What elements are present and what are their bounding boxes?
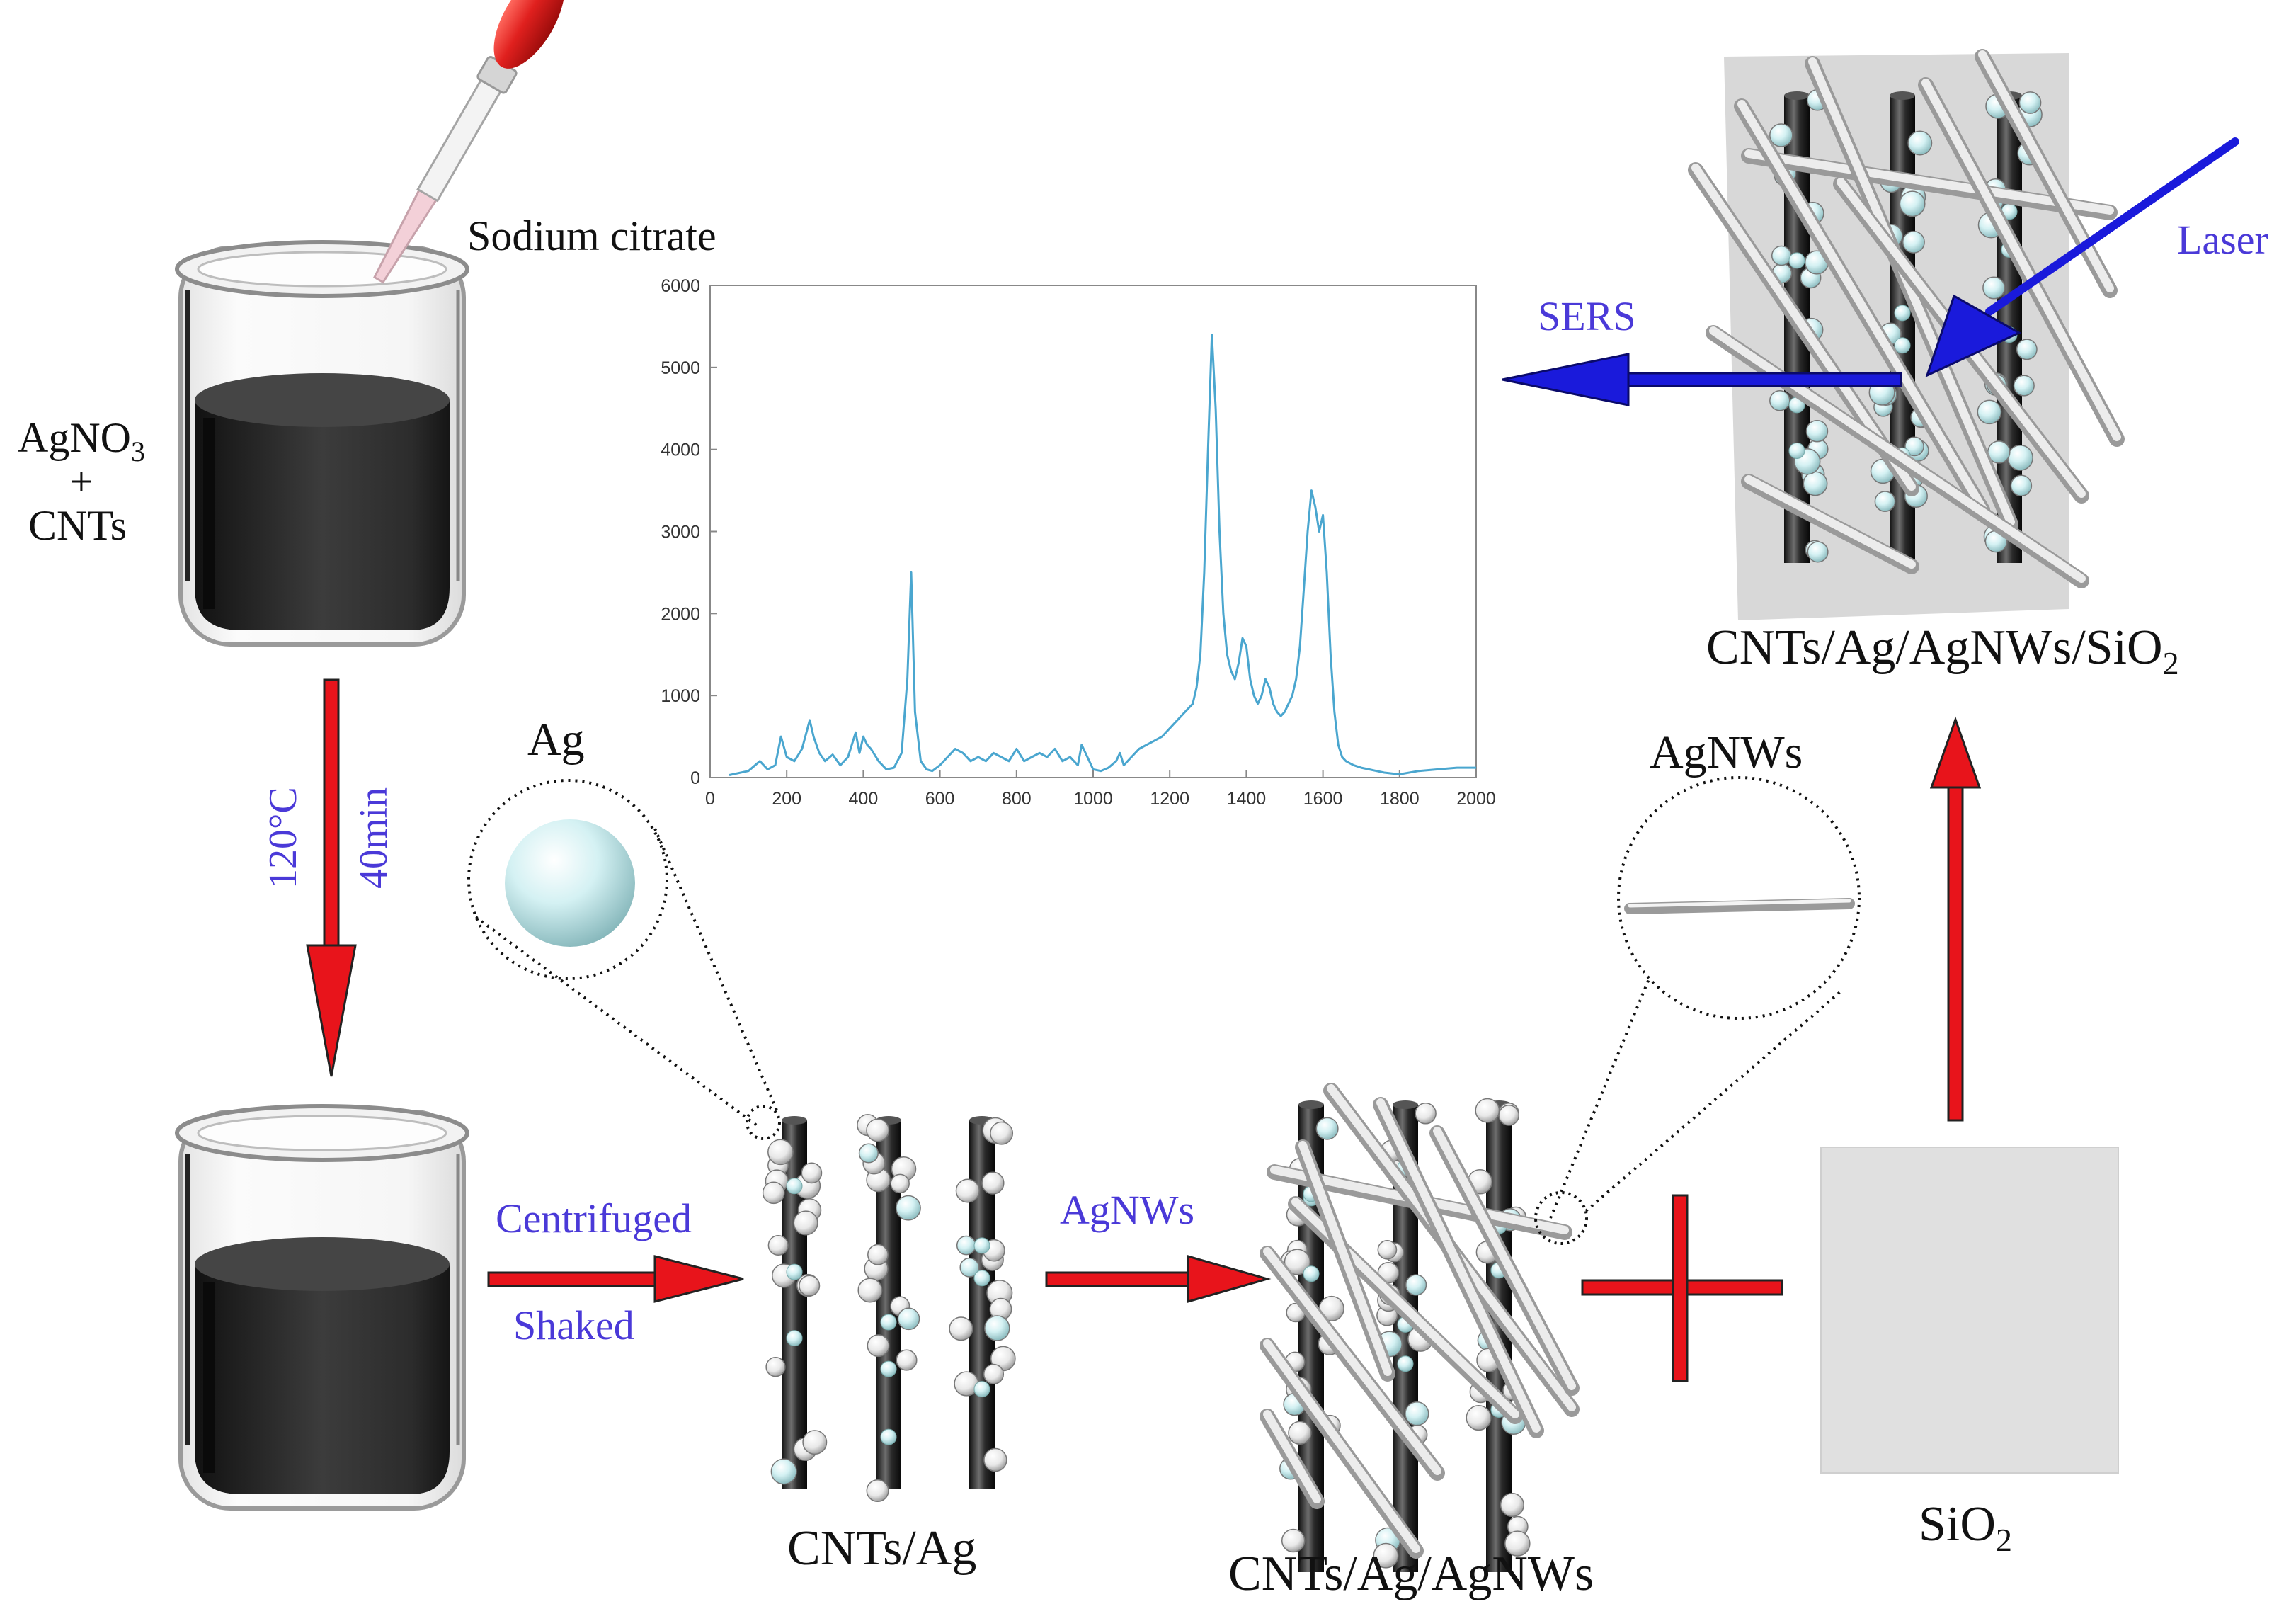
final-composite-text: CNTs/Ag/AgNWs/SiO	[1706, 620, 2163, 675]
final-composite-structure	[1688, 49, 2125, 620]
centrifuged-label: Centrifuged	[496, 1195, 692, 1241]
plus-label: +	[69, 458, 93, 505]
cnts-ag-agnws-label: CNTs/Ag/AgNWs	[1228, 1547, 1594, 1601]
x-tick-label: 0	[705, 789, 715, 809]
temperature-label: 120°C	[261, 787, 305, 889]
sodium-citrate-label: Sodium citrate	[467, 212, 716, 259]
agno3-subscript: 3	[131, 436, 145, 467]
y-tick-label: 5000	[661, 358, 700, 378]
agnws-label: AgNWs	[1650, 727, 1803, 778]
final-composite-label: CNTs/Ag/AgNWs/SiO2	[1706, 623, 2179, 680]
agnws-arrow-label: AgNWs	[1060, 1187, 1195, 1233]
cnts-label: CNTs	[28, 502, 127, 549]
sio2-substrate	[1820, 1147, 2119, 1474]
x-tick-label: 1600	[1303, 789, 1343, 809]
y-tick-label: 1000	[661, 686, 700, 706]
sio2-subscript: 2	[1995, 1522, 2012, 1558]
ag-label: Ag	[527, 714, 585, 766]
x-tick-label: 1400	[1227, 789, 1267, 809]
laser-label: Laser	[2177, 217, 2268, 263]
process-arrows	[306, 678, 1982, 1303]
plus-sign	[1581, 1194, 1783, 1382]
spectrum-line	[729, 334, 1476, 776]
final-composite-subscript: 2	[2162, 645, 2179, 681]
agnws-zoom-inset	[1534, 776, 1861, 1245]
y-tick-label: 0	[690, 768, 700, 788]
sio2-text: SiO	[1919, 1497, 1996, 1552]
shaked-label: Shaked	[513, 1302, 634, 1348]
x-tick-label: 600	[925, 789, 955, 809]
sio2-label: SiO2	[1919, 1500, 2012, 1557]
duration-label: 40min	[352, 787, 396, 889]
x-tick-label: 1000	[1073, 789, 1113, 809]
x-tick-label: 400	[849, 789, 879, 809]
chart-plot-area	[709, 285, 1477, 778]
cnts-ag-agnws-structure	[1260, 1083, 1580, 1572]
x-tick-label: 1800	[1380, 789, 1420, 809]
x-tick-label: 2000	[1456, 789, 1496, 809]
x-tick-label: 1200	[1150, 789, 1189, 809]
y-tick-label: 2000	[661, 604, 700, 624]
y-tick-label: 6000	[661, 276, 700, 296]
x-tick-label: 200	[772, 789, 801, 809]
sers-spectrum-chart: 0 200 400 600 800 1000 1200 1400 1600 1800 2000 0 10…	[661, 276, 1495, 809]
sers-arrow	[1502, 353, 1902, 406]
agno3-label: AgNO3	[18, 416, 145, 466]
laser-arrow	[1925, 137, 2239, 377]
pipette-icon	[372, 0, 565, 284]
cnts-ag-structure	[762, 1114, 1016, 1503]
sers-label: SERS	[1538, 293, 1636, 339]
y-tick-label: 3000	[661, 523, 700, 542]
x-tick-label: 800	[1002, 789, 1032, 809]
y-tick-label: 4000	[661, 440, 700, 460]
cnts-ag-label: CNTs/Ag	[787, 1521, 977, 1576]
agno3-text: AgNO	[18, 414, 131, 461]
ag-zoom-inset	[467, 779, 781, 1140]
